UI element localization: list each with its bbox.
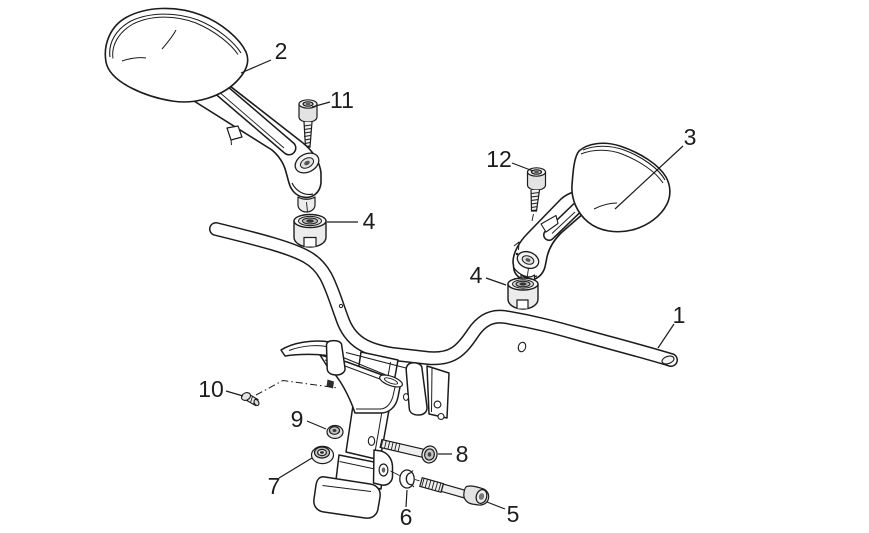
- stem-hole: [368, 437, 374, 446]
- screw-10-axis-line: [256, 381, 338, 396]
- callout-8-label: 8: [456, 441, 469, 467]
- leader-line-5: [487, 502, 505, 509]
- leader-line-4-right: [486, 278, 506, 285]
- small-nut-9: [327, 426, 343, 439]
- callout-8: 8: [438, 441, 468, 467]
- leader-line-1: [658, 324, 674, 348]
- stem-bottom-boss: [314, 477, 380, 518]
- split-washer-6: [400, 470, 414, 488]
- callout-3: 3: [615, 124, 696, 209]
- callout-2-label: 2: [275, 38, 288, 64]
- leader-line-12: [512, 163, 533, 171]
- mount-nut-4-left: [294, 215, 326, 248]
- callout-5-label: 5: [507, 501, 520, 527]
- leader-line-2: [241, 60, 271, 73]
- small-screw-10: [240, 391, 260, 406]
- callout-4-left-label: 4: [363, 208, 376, 234]
- callout-3-label: 3: [684, 124, 697, 150]
- leader-line-9: [307, 421, 326, 429]
- handlebar-dimple: [339, 304, 342, 307]
- left-mirror-head: [105, 8, 247, 102]
- handlebar-end-face: [661, 355, 675, 366]
- leader-line-6: [406, 490, 407, 507]
- right-mirror-head: [572, 143, 670, 231]
- callout-1-label: 1: [673, 302, 686, 328]
- callout-9: 9: [291, 406, 326, 432]
- callout-6-label: 6: [400, 504, 413, 530]
- clamp-screw-11: [299, 100, 317, 158]
- left-mirror: [105, 8, 322, 212]
- handlebar-hole: [517, 341, 527, 352]
- callout-12: 12: [486, 146, 533, 172]
- right-bracket-plate: [427, 366, 449, 418]
- callout-5: 5: [487, 501, 519, 527]
- callout-11-label: 11: [330, 87, 354, 113]
- callout-6: 6: [400, 490, 413, 530]
- leader-line-7: [279, 458, 312, 478]
- callout-12-label: 12: [486, 146, 512, 172]
- callout-10: 10: [198, 376, 243, 402]
- left-arm-tab: [227, 126, 242, 140]
- left-clamp-post: [326, 341, 345, 375]
- hex-flange-bolt-8: [380, 440, 439, 465]
- callout-7-label: 7: [268, 473, 281, 499]
- handlebar: [216, 229, 675, 365]
- callout-4-right: 4: [470, 262, 506, 288]
- mount-nut-4-right: [508, 278, 538, 309]
- callout-11: 11: [312, 87, 354, 113]
- leader-line-10: [226, 391, 243, 396]
- leader-line-3: [615, 146, 683, 209]
- leader-line-11: [312, 102, 330, 107]
- right-mirror: [513, 143, 670, 286]
- clamp-screw-12: [528, 168, 546, 221]
- steering-stem-assembly: [256, 341, 449, 519]
- callout-4-right-label: 4: [470, 262, 483, 288]
- callout-2: 2: [241, 38, 287, 73]
- callout-9-label: 9: [291, 406, 304, 432]
- right-clamp-post: [406, 363, 427, 415]
- flange-nut-7: [312, 446, 334, 463]
- callout-1: 1: [658, 302, 685, 348]
- socket-bolt-5: [420, 478, 489, 505]
- callout-4-left: 4: [327, 208, 376, 234]
- callout-10-label: 10: [198, 376, 224, 402]
- callout-7: 7: [268, 458, 312, 499]
